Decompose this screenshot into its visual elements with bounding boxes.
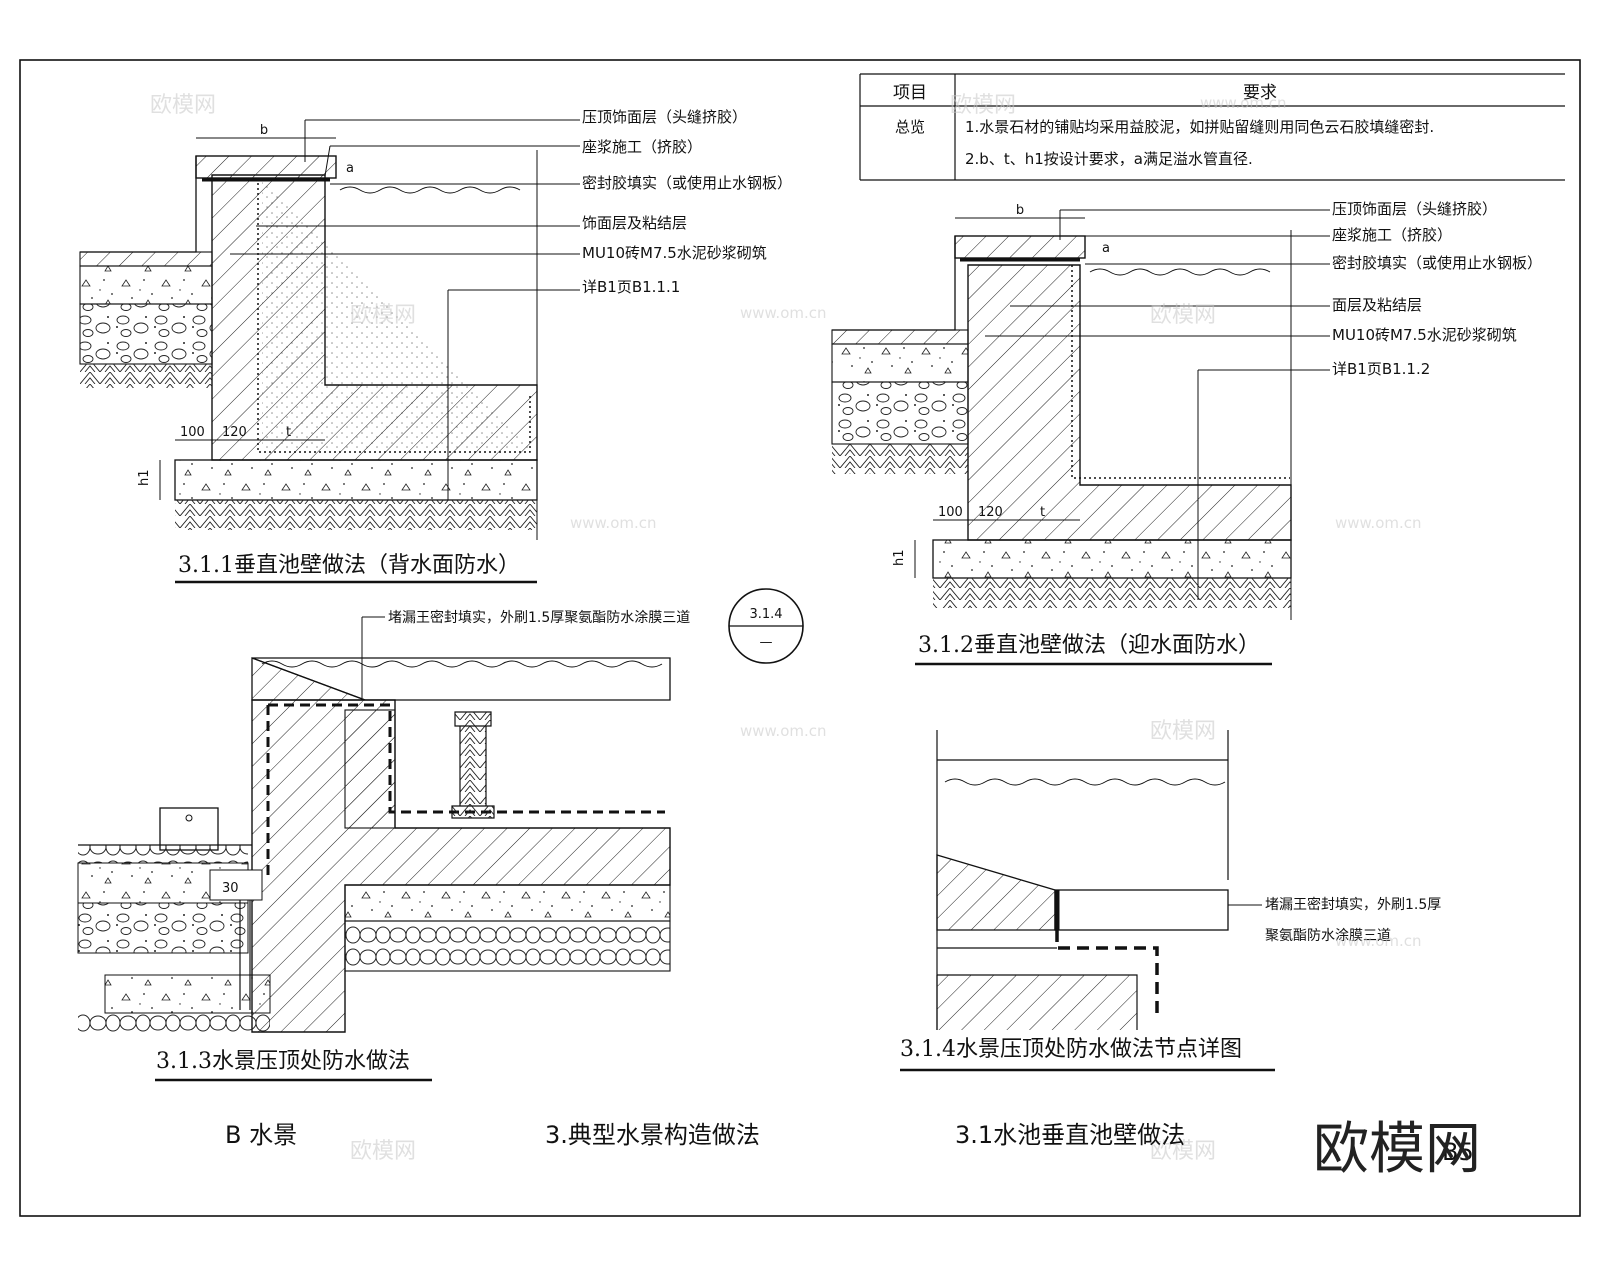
detail-3-1-3: 30 堵漏王密封填实，外刷1.5厚聚氨酯防水涂膜三道 3.1.4 — 3.1.3…	[77, 588, 804, 1082]
label-311-3: 饰面层及粘结层	[582, 214, 687, 232]
note-314-line2: 聚氨酯防水涂膜三道	[1265, 928, 1391, 944]
dim-311-b: b	[260, 123, 268, 138]
footer-section-b: B 水景	[225, 1121, 297, 1149]
brand-logo: 欧模网	[1313, 1117, 1481, 1182]
note-314-line1: 堵漏王密封填实，外刷1.5厚	[1265, 896, 1441, 913]
watermark-url: www.om.cn	[1200, 94, 1287, 112]
dim-311-t: t	[286, 425, 291, 440]
dim-312-a: a	[1102, 241, 1110, 256]
sheet-footer: B 水景 3.典型水景构造做法 3.1水池垂直池壁做法 B5 欧模网	[225, 1117, 1481, 1182]
table-row-label: 总览	[895, 118, 925, 136]
watermark-url: www.om.cn	[1335, 932, 1422, 950]
watermark-url: www.om.cn	[740, 304, 827, 322]
label-311-2: 密封胶填实（或使用止水钢板）	[582, 174, 792, 192]
watermark: 欧模网	[350, 303, 416, 328]
watermark: 欧模网	[1150, 303, 1216, 328]
watermark: 欧模网	[150, 93, 216, 118]
footer-page-number: B5	[1442, 1138, 1474, 1166]
dim-311-h1: h1	[137, 469, 152, 486]
dim-311-a: a	[346, 161, 354, 176]
table-header-item: 项目	[893, 83, 927, 103]
watermarks: 欧模网 欧模网 欧模网 欧模网 欧模网 欧模网 欧模网 www.om.cn ww…	[150, 93, 1422, 1164]
label-312-2: 密封胶填实（或使用止水钢板）	[1332, 254, 1542, 272]
label-312-5: 详B1页B1.1.2	[1332, 360, 1430, 378]
detail-3-1-1: 压顶饰面层（头缝挤胶） 座浆施工（挤胶） 密封胶填实（或使用止水钢板） 饰面层及…	[79, 108, 792, 584]
sheet-border	[19, 59, 1581, 1217]
watermark: 欧模网	[350, 1139, 416, 1164]
watermark: 欧模网	[1150, 1139, 1216, 1164]
footer-chapter: 3.典型水景构造做法	[545, 1121, 760, 1149]
note-313: 堵漏王密封填实，外刷1.5厚聚氨酯防水涂膜三道	[388, 609, 690, 626]
label-312-0: 压顶饰面层（头缝挤胶）	[1332, 200, 1497, 218]
label-311-5: 详B1页B1.1.1	[582, 278, 680, 296]
dim-312-b: b	[1016, 203, 1024, 218]
footer-subsection: 3.1水池垂直池壁做法	[955, 1121, 1185, 1149]
requirements-table: 项目 要求 总览 1.水景石材的铺贴均采用益胶泥，如拼贴留缝则用同色云石胶填缝密…	[859, 73, 1565, 181]
dim-311-100: 100	[180, 425, 205, 440]
dim-313-30: 30	[222, 881, 239, 896]
label-312-1: 座浆施工（挤胶）	[1332, 226, 1452, 244]
watermark-url: www.om.cn	[1335, 514, 1422, 532]
watermark: 欧模网	[1150, 719, 1216, 744]
watermark-url: www.om.cn	[740, 722, 827, 740]
callout-ref-top: 3.1.4	[749, 607, 782, 622]
table-header-requirement: 要求	[1243, 83, 1277, 103]
label-311-4: MU10砖M7.5水泥砂浆砌筑	[582, 244, 767, 262]
label-311-0: 压顶饰面层（头缝挤胶）	[582, 108, 747, 126]
label-312-3: 面层及粘结层	[1332, 296, 1422, 314]
label-311-1: 座浆施工（挤胶）	[582, 138, 702, 156]
dim-312-100: 100	[938, 505, 963, 520]
table-row-line2: 2.b、t、h1按设计要求，a满足溢水管直径.	[965, 150, 1253, 168]
dim-312-h1: h1	[892, 549, 907, 566]
label-312-4: MU10砖M7.5水泥砂浆砌筑	[1332, 326, 1517, 344]
caption-312: 3.1.2垂直池壁做法（迎水面防水）	[918, 633, 1260, 658]
callout-ref-bottom: —	[760, 635, 773, 650]
table-row-line1: 1.水景石材的铺贴均采用益胶泥，如拼贴留缝则用同色云石胶填缝密封.	[965, 118, 1434, 136]
watermark-url: www.om.cn	[570, 514, 657, 532]
detail-3-1-2: 压顶饰面层（头缝挤胶） 座浆施工（挤胶） 密封胶填实（或使用止水钢板） 面层及粘…	[831, 200, 1542, 666]
watermark: 欧模网	[950, 93, 1016, 118]
caption-311: 3.1.1垂直池壁做法（背水面防水）	[178, 553, 520, 578]
caption-313: 3.1.3水景压顶处防水做法	[156, 1049, 410, 1074]
dim-312-t: t	[1040, 505, 1045, 520]
dim-311-120: 120	[222, 425, 247, 440]
dim-312-120: 120	[978, 505, 1003, 520]
detail-3-1-4: 堵漏王密封填实，外刷1.5厚 聚氨酯防水涂膜三道 3.1.4水景压顶处防水做法节…	[900, 730, 1441, 1072]
caption-314: 3.1.4水景压顶处防水做法节点详图	[900, 1037, 1242, 1062]
